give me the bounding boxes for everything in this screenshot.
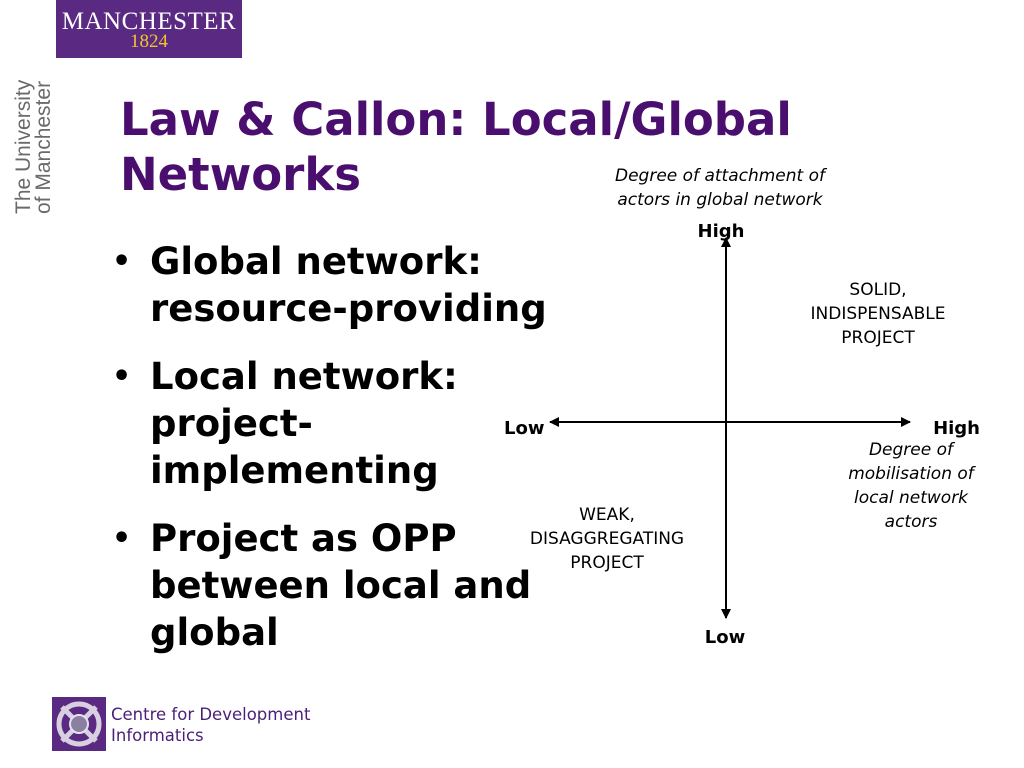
quadrant-bottom-left-label: WEAK, DISAGGREGATING PROJECT <box>529 505 685 573</box>
bullet-dot-icon: • <box>112 244 132 279</box>
footer-line-2: Informatics <box>111 726 204 745</box>
x-axis-high-label: High <box>933 418 980 439</box>
logo-wordmark: MANCHESTER <box>61 8 237 35</box>
bullet-dot-icon: • <box>112 359 132 394</box>
title-line-2: Networks <box>120 148 362 201</box>
cdi-logo <box>52 697 106 751</box>
slide-title: Law & Callon: Local/Global Networks <box>120 92 900 202</box>
y-axis-high-label: High <box>697 221 745 242</box>
x-axis-caption: Degree of mobilisation of local network … <box>848 440 974 532</box>
cdi-emblem-icon <box>56 701 102 747</box>
title-line-1: Law & Callon: Local/Global <box>120 93 792 146</box>
vertical-brand-line1: The University <box>12 79 35 214</box>
y-axis-caption: Degree of attachment of actors in global… <box>615 166 825 210</box>
footer-line-1: Centre for Development <box>111 705 311 724</box>
footer-centre-name: Centre for Development Informatics <box>111 704 351 746</box>
bullet-text: Local network: project-implementing <box>150 355 458 492</box>
quadrant-top-right-label: SOLID, INDISPENSABLE PROJECT <box>810 280 946 348</box>
bullet-dot-icon: • <box>112 521 132 556</box>
quadrant-diagram: Degree of attachment of actors in global… <box>500 160 1020 660</box>
bullet-text: Global network: resource-providing <box>150 240 547 330</box>
bullet-item: • Project as OPP between local and globa… <box>112 515 582 656</box>
quadrant-axes <box>549 237 911 619</box>
logo-year: 1824 <box>130 31 168 52</box>
vertical-brand-line2: of Manchester <box>32 81 52 214</box>
bullet-list: • Global network: resource-providing • L… <box>112 238 582 677</box>
bullet-item: • Local network: project-implementing <box>112 353 582 494</box>
vertical-university-name: The University of Manchester <box>6 66 55 216</box>
bullet-item: • Global network: resource-providing <box>112 238 582 332</box>
y-axis-low-label: Low <box>704 627 746 648</box>
bullet-text: Project as OPP between local and global <box>150 517 532 654</box>
university-logo: MANCHESTER 1824 <box>56 0 242 58</box>
x-axis-low-label: Low <box>504 418 545 439</box>
